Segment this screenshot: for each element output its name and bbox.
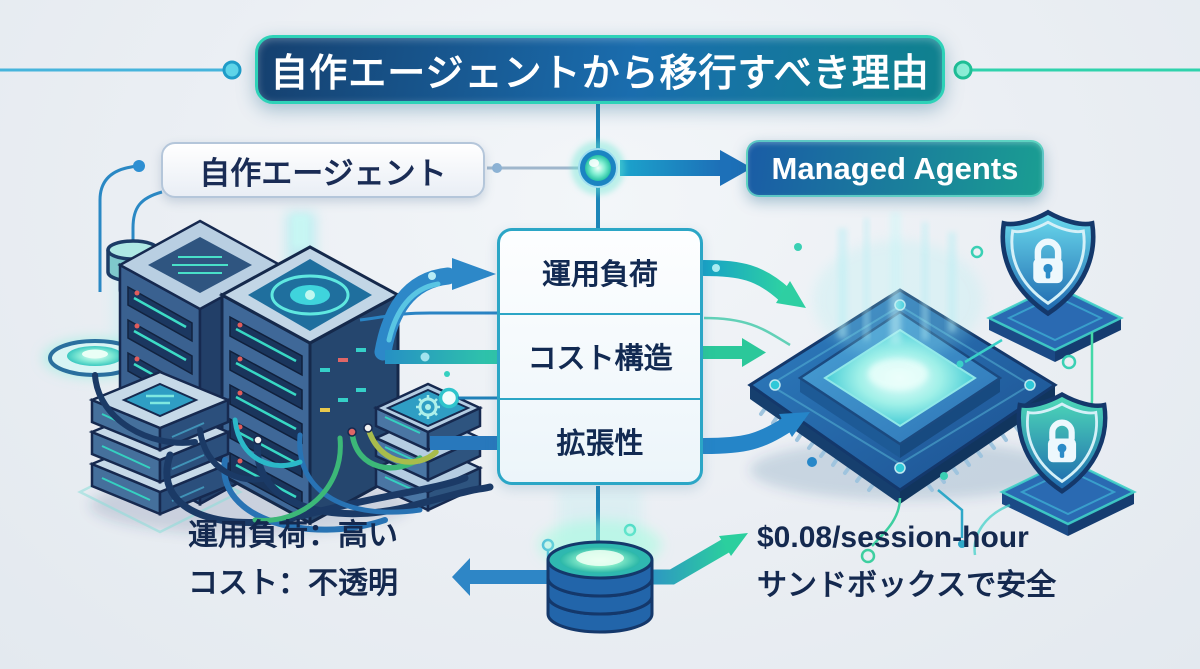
diy-note-cost: コスト：不透明 [188,567,398,600]
diy-note-operational-load: 運用負荷：高い [188,519,398,552]
arrow-up-right-icon [719,533,748,556]
cable-plug-icon [347,427,357,437]
top-rail-left [0,60,242,80]
rail-node-icon [953,60,973,80]
led-cluster-icon [320,348,366,412]
page-title: 自作エージェントから移行すべき理由 [255,35,945,104]
arrow-left-icon [452,558,470,596]
diy-agent-label-text: 自作エージェント [199,155,447,191]
top-rail-right [953,60,1200,80]
node-to-managed-arrow [620,150,752,186]
ring-node-icon [438,387,460,409]
comparison-row-scalability: 拡張性 [500,397,700,482]
gear-icon [416,395,440,419]
arrow-icon [776,281,806,308]
managed-agents-label: Managed Agents [746,140,1044,197]
managed-notes: $0.08/session-hour サンドボックスで安全 [757,514,1056,610]
wire-node-icon [133,160,145,172]
diy-notes: 運用負荷：高い コスト：不透明 [188,512,398,608]
page-title-text: 自作エージェントから移行すべき理由 [270,53,930,95]
arrow-right-icon [452,258,496,290]
diy-agent-label: 自作エージェント [161,142,485,198]
rail-node-icon [222,60,242,80]
comparison-box: 運用負荷 コスト構造 拡張性 [497,228,703,485]
cable-plug-icon [363,423,373,433]
label-to-node-connector [487,163,580,173]
database-icon [538,520,662,634]
right-connectors [696,260,810,454]
comparison-row-cost-structure: コスト構造 [500,313,700,397]
managed-note-sandbox: サンドボックスで安全 [757,569,1057,602]
managed-note-price: $0.08/session-hour [757,521,1029,554]
cable-icon [92,372,494,533]
comparison-row-operational-load: 運用負荷 [541,259,658,292]
arrow-right-icon [742,338,766,367]
light-beams-icon [813,212,983,360]
cable-plug-icon [253,435,263,445]
mini-server-stack-icon [90,370,230,516]
bottom-flow [452,520,748,634]
accent-dots [794,243,1077,564]
arrow-right-icon [720,150,752,186]
arrow-icon [779,412,810,437]
left-connectors [359,258,497,450]
server-cluster-illustration [43,160,494,535]
managed-agents-label-text: Managed Agents [771,150,1019,186]
secure-platforms [956,212,1136,556]
node-icon [571,141,625,195]
